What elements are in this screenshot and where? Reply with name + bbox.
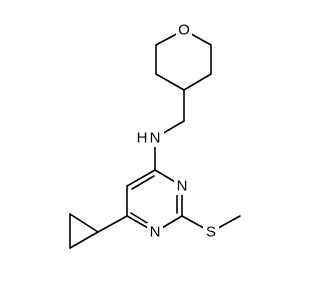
bond-c2-c3 <box>183 73 212 91</box>
bond-c6-cyclopropyl <box>97 215 128 233</box>
molecule-structure-diagram: O H N N N S <box>69 21 241 249</box>
ring-nitrogen-bottom-bg <box>147 223 163 241</box>
amine-hydrogen-label: H <box>137 130 148 147</box>
bond-c5-c4-double <box>131 175 155 190</box>
sulfur-atom-label: S <box>206 224 216 241</box>
atom-label-group: O H N N N S <box>134 21 219 241</box>
ring-nitrogen-top-bg <box>174 177 190 195</box>
oxygen-label-bg <box>176 21 192 39</box>
bond-cp-c-a <box>69 231 99 249</box>
oxygen-atom-label: O <box>178 22 190 39</box>
amine-nitrogen-label: N <box>150 130 161 147</box>
ring-nitrogen-top-label: N <box>177 178 188 195</box>
ring-nitrogen-bottom-label: N <box>150 224 161 241</box>
amine-label-bg <box>134 129 164 147</box>
bond-c5-c4 <box>126 169 156 187</box>
bond-cp-a-b <box>69 213 99 233</box>
sulfur-label-bg <box>203 223 219 241</box>
bond-c3-c4 <box>155 73 185 91</box>
